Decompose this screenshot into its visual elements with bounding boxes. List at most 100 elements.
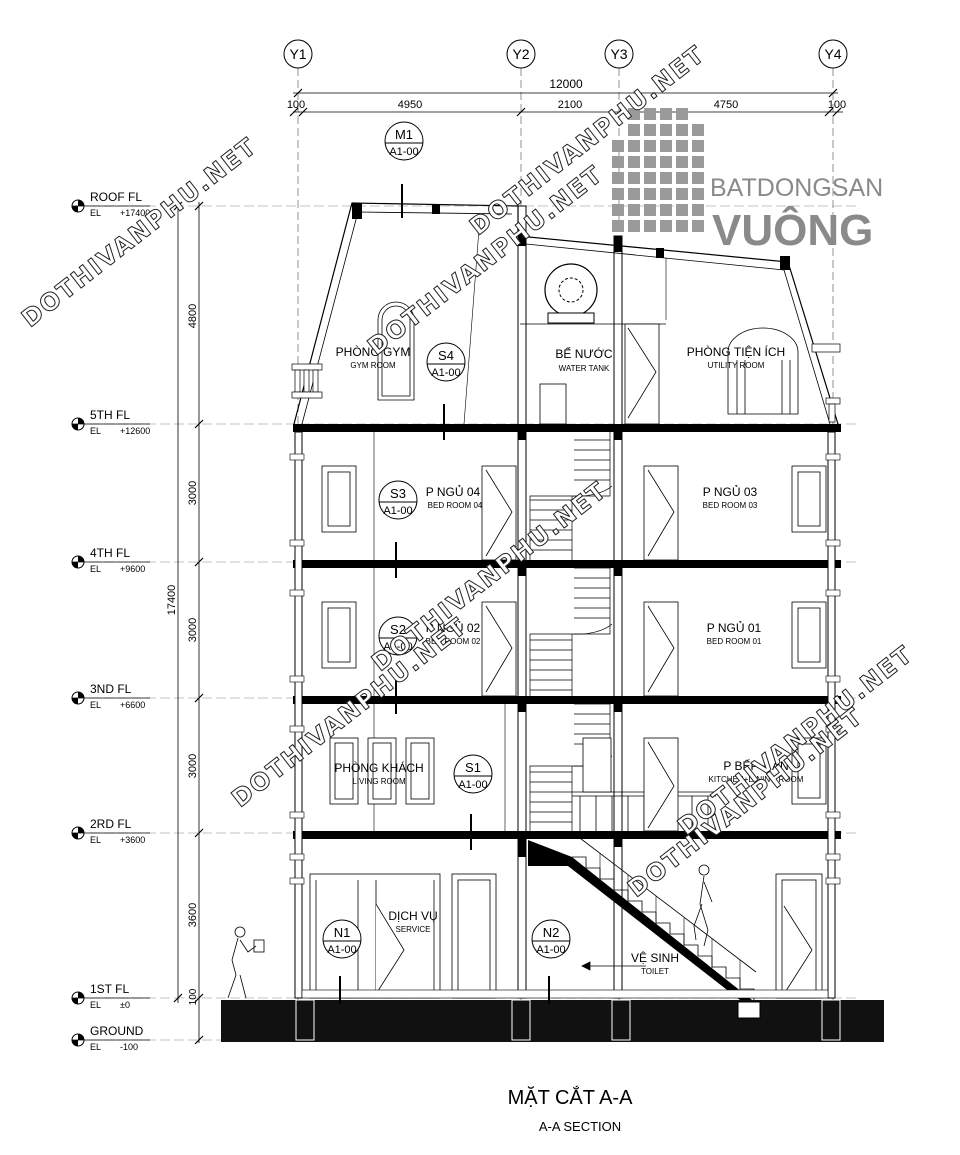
person-figure-left [227, 926, 265, 999]
section-tags: M1 A1-00 S4 A1-00 S3 A1-00 S2 A1-00 S1 A… [322, 121, 571, 1004]
room-bed2-en: BED ROOM 02 [426, 637, 481, 646]
wall-y2 [517, 205, 527, 999]
level-1st: 1ST FL EL ±0 [71, 982, 150, 1010]
level-el-value: +12600 [120, 426, 150, 436]
room-bed4-vn: P NGỦ 04 [426, 484, 481, 499]
level-name: 5TH FL [90, 408, 130, 422]
wall-y3 [613, 235, 623, 999]
tag-m1: M1 A1-00 [384, 121, 424, 218]
grid-label-y1: Y1 [289, 46, 306, 62]
level-3rd: 3ND FL EL +6600 [71, 682, 150, 710]
dim-span-2: 4950 [398, 99, 422, 111]
room-kitchen-vn: P BẾP + ĂN [723, 758, 788, 773]
tag-id: S2 [390, 622, 406, 637]
tag-n1: N1 A1-00 [322, 919, 362, 1004]
room-bed3-vn: P NGỦ 03 [703, 484, 758, 499]
dim-overall: 12000 [549, 77, 583, 91]
tag-ref: A1-00 [383, 641, 412, 653]
tag-s3: S3 A1-00 [378, 480, 418, 578]
room-living-en: LIVING ROOM [352, 777, 406, 786]
tag-s4: S4 A1-00 [426, 342, 466, 440]
toilet-arrow [581, 961, 646, 971]
room-utility-vn: PHÒNG TIỆN ÍCH [687, 344, 785, 359]
room-tank-en: WATER TANK [559, 364, 610, 373]
room-living-vn: PHÒNG KHÁCH [334, 760, 423, 775]
level-el-prefix: EL [90, 426, 101, 436]
level-name: GROUND [90, 1024, 144, 1038]
level-el-value: +9600 [120, 564, 145, 574]
level-name: 3ND FL [90, 682, 132, 696]
tag-id: S4 [438, 348, 454, 363]
level-el-prefix: EL [90, 1000, 101, 1010]
grid-label-y4: Y4 [824, 46, 841, 62]
level-ground: GROUND EL -100 [71, 1024, 150, 1052]
watermark-4: DOTHIVANPHU.NET [464, 40, 710, 241]
room-bed4-en: BED ROOM 04 [428, 501, 483, 510]
dim-span-4: 4750 [714, 99, 738, 111]
windows-upper [321, 465, 827, 832]
drawing-title-en: A-A SECTION [539, 1119, 621, 1134]
dim-height-plinth: 100 [188, 988, 199, 1005]
dim-span-3: 2100 [558, 99, 582, 111]
room-bed1-en: BED ROOM 01 [707, 637, 762, 646]
ground-slab [221, 1000, 884, 1042]
footing-y4 [821, 999, 841, 1041]
wall-right [827, 431, 836, 999]
logo-batdongsan-vuong: BATDONGSAN VUÔNG [612, 108, 883, 255]
dim-height-roof: 4800 [187, 304, 199, 328]
dim-span-1: 100 [287, 99, 305, 111]
person-figure-stairs [693, 864, 713, 947]
watermark-1: DOTHIVANPHU.NET [16, 132, 262, 333]
logo-line2: VUÔNG [712, 204, 873, 255]
room-utility-en: UTILITY ROOM [708, 361, 765, 370]
room-gym-vn: PHÒNG GYM [336, 344, 411, 359]
tag-ref: A1-00 [536, 944, 565, 956]
tag-ref: A1-00 [327, 944, 356, 956]
tag-id: S1 [465, 760, 481, 775]
dim-height-1st: 3600 [187, 903, 199, 927]
room-bed2-vn: P NGỦ 02 [426, 620, 481, 635]
room-gym-en: GYM ROOM [350, 361, 396, 370]
vertical-dimensions: 17400 4800 3000 3000 3000 3600 100 [166, 201, 204, 1045]
room-toilet-en: TOILET [641, 967, 669, 976]
room-toilet-vn: VỆ SINH [631, 950, 679, 965]
level-name: 4TH FL [90, 546, 130, 560]
grid-bubbles: Y1 Y2 Y3 Y4 [283, 39, 848, 69]
tag-ref: A1-00 [431, 367, 460, 379]
room-tank-vn: BỂ NƯỚC [555, 346, 613, 361]
tag-n2: N2 A1-00 [531, 919, 571, 1004]
roof-window-utility [727, 327, 799, 415]
ground-openings [309, 873, 823, 999]
roof-door-utility [624, 323, 660, 425]
dim-height-5th: 3000 [187, 481, 199, 505]
room-bed3-en: BED ROOM 03 [703, 501, 758, 510]
dim-total-height: 17400 [166, 585, 178, 616]
level-name: ROOF FL [90, 190, 142, 204]
grid-bubble-y3 [604, 39, 634, 69]
level-el-prefix: EL [90, 1042, 101, 1052]
room-service-en: SERVICE [396, 925, 431, 934]
tag-ref: A1-00 [458, 779, 487, 791]
tag-s1: S1 A1-00 [453, 754, 493, 850]
grid-label-y2: Y2 [512, 46, 529, 62]
level-el-prefix: EL [90, 835, 101, 845]
grid-bubble-y1 [283, 39, 313, 69]
wall-left [294, 431, 303, 999]
slab-3rd [293, 696, 841, 704]
dim-height-4th: 3000 [187, 618, 199, 642]
dim-height-3rd: 3000 [187, 754, 199, 778]
room-labels: PHÒNG GYM GYM ROOM BỂ NƯỚC WATER TANK PH… [334, 344, 803, 976]
floor-finish [301, 989, 829, 999]
slab-2nd [293, 831, 841, 839]
level-name: 1ST FL [90, 982, 129, 996]
level-4th: 4TH FL EL +9600 [71, 546, 150, 574]
tag-id: N2 [543, 925, 560, 940]
tag-id: S3 [390, 486, 406, 501]
drawing-title-vn: MẶT CẮT A-A [508, 1085, 634, 1109]
parapet-right [811, 343, 841, 423]
logo-line1: BATDONGSAN [710, 174, 883, 202]
tag-id: M1 [395, 127, 413, 142]
tag-s2: S2 A1-00 [378, 616, 418, 714]
level-2nd: 2RD FL EL +3600 [71, 817, 150, 845]
